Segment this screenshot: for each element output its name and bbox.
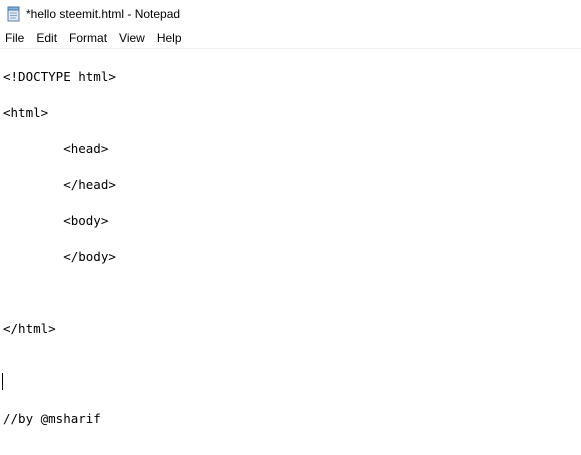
text-caret [2,373,3,390]
editor-line[interactable]: </body> [3,249,116,264]
editor-line[interactable]: <head> [3,141,109,156]
text-editor[interactable]: <!DOCTYPE html> <html> <head> </head> <b… [0,49,581,455]
menu-view[interactable]: View [119,31,145,45]
title-bar[interactable]: *hello steemit.html - Notepad [0,0,581,28]
menu-format[interactable]: Format [69,31,108,45]
menu-help[interactable]: Help [156,31,182,45]
editor-line[interactable]: <html> [3,105,49,120]
menu-bar: File Edit Format View Help [0,29,581,49]
notepad-icon[interactable] [6,6,22,22]
window-title: *hello steemit.html - Notepad [26,7,181,21]
editor-text[interactable]: <!DOCTYPE html> <html> <head> </head> <b… [3,68,116,428]
editor-line[interactable]: <body> [3,213,109,228]
menu-file[interactable]: File [5,31,25,45]
editor-line[interactable]: //by @msharif [3,411,101,426]
menu-edit[interactable]: Edit [36,31,58,45]
editor-line[interactable]: <!DOCTYPE html> [3,69,116,84]
editor-line[interactable]: </html> [3,321,56,336]
editor-line[interactable]: </head> [3,177,116,192]
